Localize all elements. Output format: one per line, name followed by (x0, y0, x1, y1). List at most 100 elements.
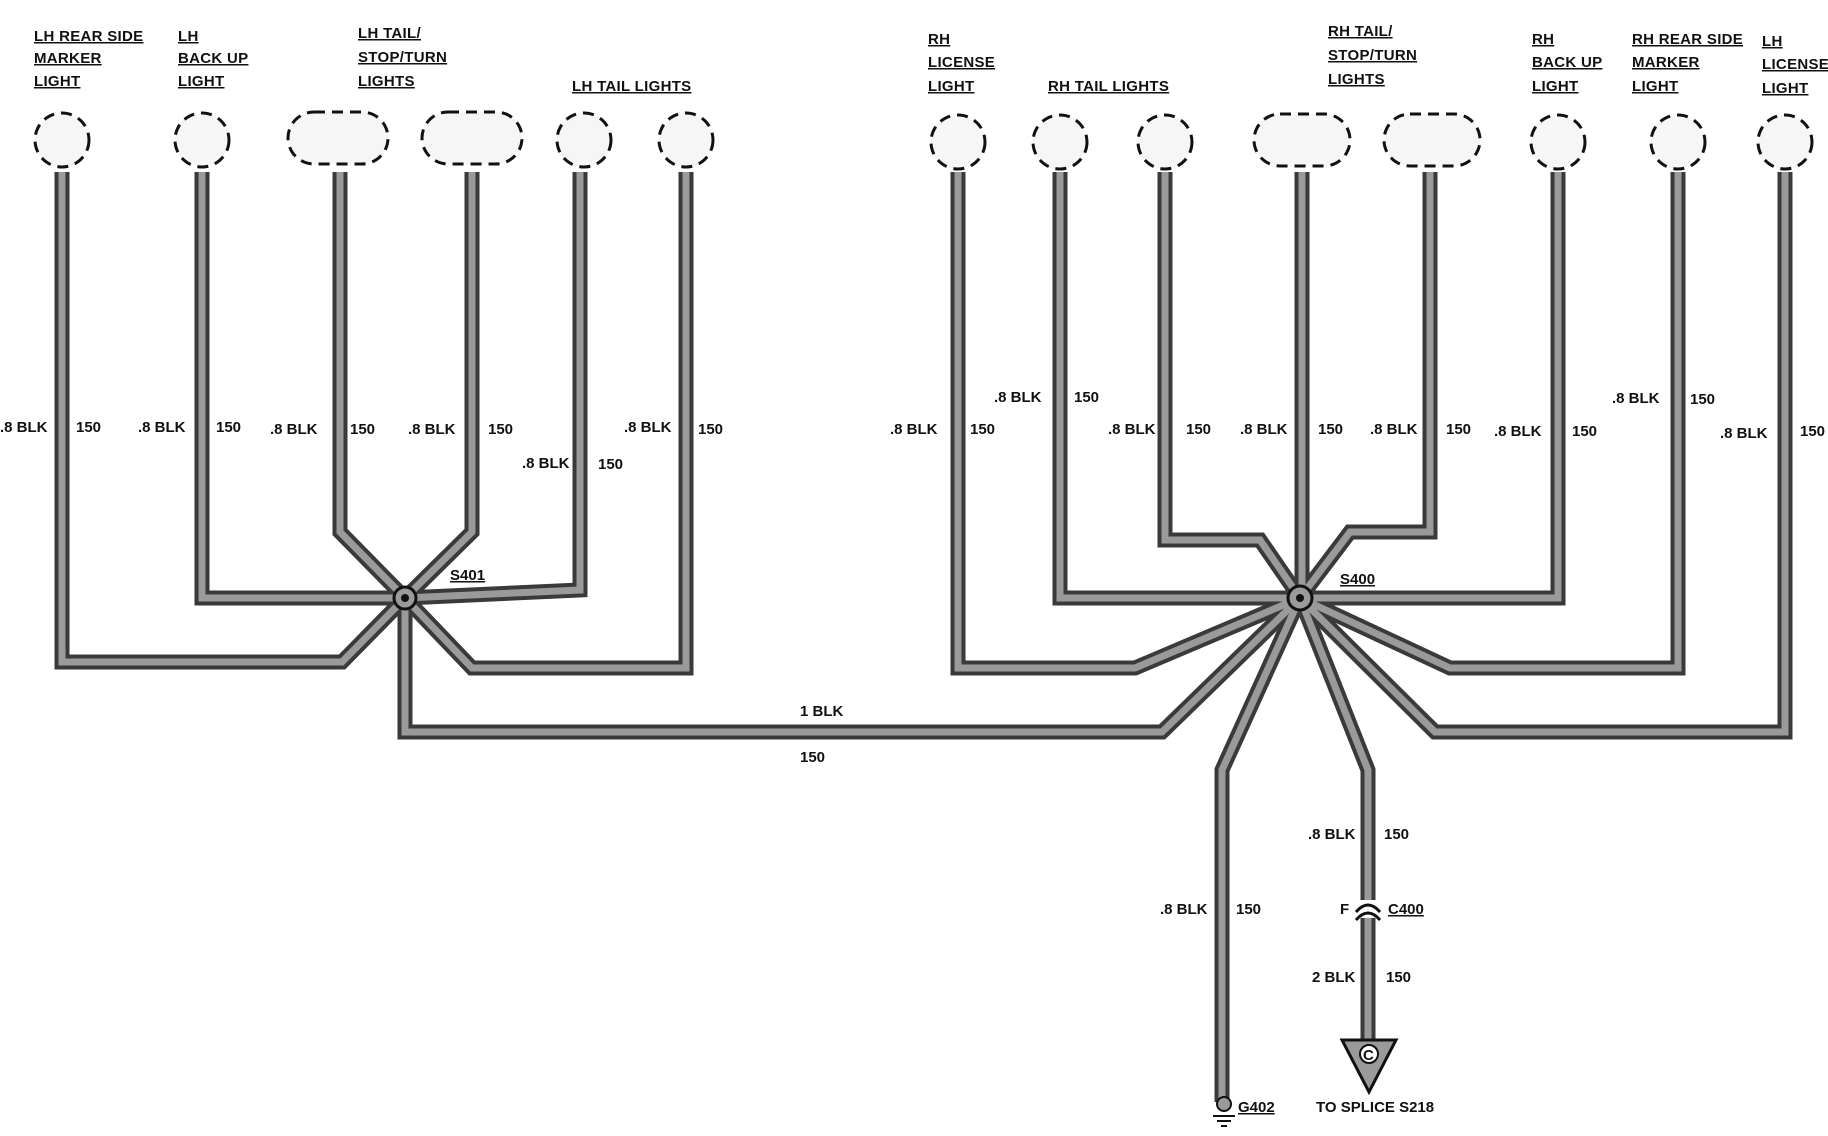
wire-lh-stop-turn-2 (399, 172, 480, 604)
circuit-label: 150 (1572, 423, 1597, 440)
title-lh-license-1: LH (1762, 33, 1783, 50)
lamp-lh-stop-turn-1-icon (286, 110, 390, 166)
title-rh-tail-stop-turn-3: LIGHTS (1328, 71, 1385, 88)
connector-icon (1354, 903, 1382, 914)
wire-size-label: .8 BLK (408, 421, 456, 438)
wire-lh-stop-turn-1 (332, 172, 411, 604)
title-lh-tail-stop-turn-1: LH TAIL/ (358, 25, 421, 42)
circuit-label: 150 (488, 421, 513, 438)
circuit-label: 150 (1236, 901, 1261, 918)
lamp-lh-stop-turn-2-icon (420, 110, 524, 166)
connector-name-label: C400 (1388, 901, 1424, 918)
title-rh-rear-side-marker-3: LIGHT (1632, 78, 1679, 95)
circuit-label: 150 (1318, 421, 1343, 438)
wire-lh-tail-1 (404, 172, 588, 606)
destination-letter: C (1363, 1047, 1374, 1064)
wire-size-label: .8 BLK (890, 421, 938, 438)
title-lh-license-3: LIGHT (1762, 80, 1809, 97)
circuit-label: 150 (598, 456, 623, 473)
wires (54, 172, 1793, 1102)
lamp-rh-tail-1-icon (1031, 113, 1089, 171)
circuit-label: 150 (216, 419, 241, 436)
wire-size-label: .8 BLK (1240, 421, 1288, 438)
wire-to-ground (1214, 594, 1307, 1102)
splice-label-s400: S400 (1340, 571, 1375, 588)
circuit-label: 150 (970, 421, 995, 438)
wire-rh-tail-2 (1157, 172, 1307, 603)
lamp-lh-back-up-icon (173, 111, 231, 169)
lamp-rh-license-icon (929, 113, 987, 171)
lamp-rh-stop-turn-2-icon (1382, 112, 1482, 168)
wire-size-label: .8 BLK (1612, 390, 1660, 407)
title-rh-rear-side-marker-2: MARKER (1632, 54, 1700, 71)
title-lh-back-up-1: LH (178, 28, 199, 45)
title-rh-tail-stop-turn-1: RH TAIL/ (1328, 23, 1393, 40)
title-rh-tail-stop-turn-2: STOP/TURN (1328, 47, 1417, 64)
circuit-label: 150 (1446, 421, 1471, 438)
lamp-rh-tail-2-icon (1136, 113, 1194, 171)
lamp-rh-back-up-icon (1529, 113, 1587, 171)
circuit-label: 150 (1186, 421, 1211, 438)
lamp-titles: LH REAR SIDE MARKER LIGHT LH BACK UP LIG… (34, 23, 1828, 97)
title-rh-back-up-1: RH (1532, 31, 1554, 48)
wire-size-label: .8 BLK (1494, 423, 1542, 440)
title-rh-license-2: LICENSE (928, 54, 995, 71)
title-rh-back-up-2: BACK UP (1532, 54, 1602, 71)
title-lh-tail-stop-turn-2: STOP/TURN (358, 49, 447, 66)
title-lh-rear-side-marker-2: MARKER (34, 50, 102, 67)
title-rh-rear-side-marker-1: RH REAR SIDE (1632, 31, 1743, 48)
wire-size-label-1-blk: 1 BLK (800, 703, 844, 720)
wire-size-label: .8 BLK (270, 421, 318, 438)
destination-arrow: C TO SPLICE S218 (1316, 1038, 1434, 1116)
title-lh-rear-side-marker-3: LIGHT (34, 73, 81, 90)
wire-size-label: .8 BLK (994, 389, 1042, 406)
title-lh-rear-side-marker-1: LH REAR SIDE (34, 28, 143, 45)
connector-c400: F C400 (1340, 900, 1424, 922)
lamps (33, 110, 1814, 171)
wire-lh-back-up (194, 172, 405, 606)
wire-size-label: .8 BLK (1160, 901, 1208, 918)
wire-size-label-2-blk: 2 BLK (1312, 969, 1356, 986)
lamp-rh-stop-turn-1-icon (1252, 112, 1352, 168)
lamp-rh-rear-side-marker-icon (1649, 113, 1707, 171)
wire-size-label: .8 BLK (1370, 421, 1418, 438)
title-rh-license-3: LIGHT (928, 78, 975, 95)
title-rh-tail-lights: RH TAIL LIGHTS (1048, 78, 1169, 95)
title-lh-back-up-3: LIGHT (178, 73, 225, 90)
wire-size-label: .8 BLK (138, 419, 186, 436)
wire-size-label: .8 BLK (1720, 425, 1768, 442)
wire-size-label: .8 BLK (1108, 421, 1156, 438)
circuit-label: 150 (1690, 391, 1715, 408)
circuit-label: 150 (76, 419, 101, 436)
circuit-label: 150 (1386, 969, 1411, 986)
ground-icon (1216, 1096, 1232, 1112)
connector-pin-label: F (1340, 901, 1349, 918)
wire-lh-license (1294, 172, 1793, 740)
lamp-lh-rear-side-marker-icon (33, 111, 91, 169)
circuit-label: 150 (1384, 826, 1409, 843)
title-lh-back-up-2: BACK UP (178, 50, 248, 67)
circuit-label: 150 (350, 421, 375, 438)
circuit-label: 150 (800, 749, 825, 766)
ground-label: G402 (1238, 1099, 1275, 1116)
wire-size-label: .8 BLK (1308, 826, 1356, 843)
splice-label-s401: S401 (450, 567, 485, 584)
title-rh-back-up-3: LIGHT (1532, 78, 1579, 95)
splice-s400 (1286, 584, 1314, 612)
lamp-lh-tail-2-icon (657, 111, 715, 169)
circuit-label: 150 (698, 421, 723, 438)
title-rh-license-1: RH (928, 31, 950, 48)
title-lh-tail-lights: LH TAIL LIGHTS (572, 78, 691, 95)
wire-size-label: .8 BLK (624, 419, 672, 436)
circuit-label: 150 (1800, 423, 1825, 440)
wire-lh-rear-side-marker (54, 172, 411, 670)
splice-s401 (392, 585, 418, 611)
wire-labels: .8 BLK 150 .8 BLK 150 .8 BLK 150 .8 BLK … (0, 389, 1825, 986)
lamp-lh-tail-1-icon (555, 111, 613, 169)
ground-g402: G402 (1213, 1096, 1275, 1127)
wire-size-label: .8 BLK (522, 455, 570, 472)
title-lh-tail-stop-turn-3: LIGHTS (358, 73, 415, 90)
destination-text: TO SPLICE S218 (1316, 1099, 1434, 1116)
lamp-lh-license-icon (1756, 113, 1814, 171)
